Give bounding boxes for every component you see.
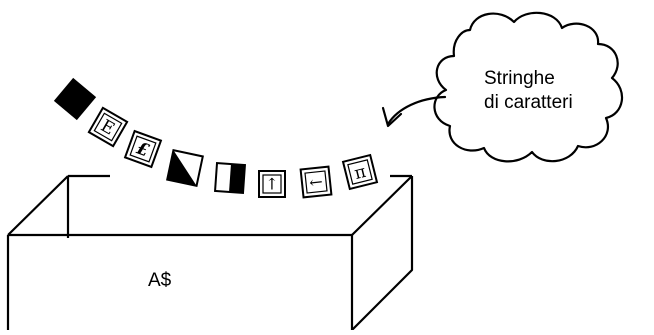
- tile-glyph: ↑: [265, 175, 278, 194]
- char-tile-1: [54, 78, 96, 120]
- tile-glyph: ←: [308, 172, 323, 192]
- char-tile-2: E: [89, 108, 127, 146]
- char-tile-6: ↑: [259, 171, 285, 197]
- char-tile-7: ←: [301, 167, 332, 198]
- open-box: [8, 176, 412, 330]
- char-tile-4: [167, 150, 203, 186]
- char-tile-5: [215, 163, 245, 193]
- box-left-rim: [8, 176, 68, 235]
- box-label: A$: [148, 270, 172, 291]
- box-side-face: [352, 176, 412, 330]
- character-string: E£ ↑ ← π: [54, 78, 377, 198]
- char-tile-8: π: [343, 155, 377, 189]
- cloud-text-line2: di caratteri: [484, 92, 573, 113]
- tile-half-fill: [229, 164, 245, 193]
- char-tile-3: £: [125, 131, 161, 167]
- tile-solid-fill: [54, 78, 96, 120]
- cloud-text-line1: Stringhe: [484, 68, 555, 89]
- box-front-face: [8, 235, 352, 330]
